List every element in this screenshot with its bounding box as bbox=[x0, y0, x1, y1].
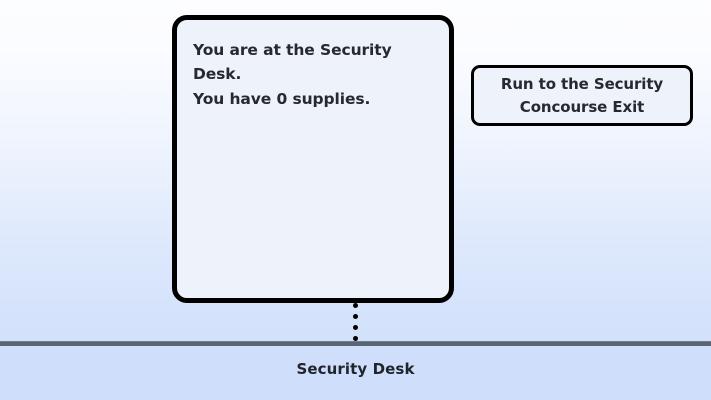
connector-dot bbox=[353, 325, 358, 330]
action-button-run-to-security-concourse-exit[interactable]: Run to the Security Concourse Exit bbox=[471, 65, 693, 126]
action-button-label: Run to the Security Concourse Exit bbox=[500, 75, 664, 116]
panel-connector-dots bbox=[350, 303, 361, 341]
narration-panel: You are at the Security Desk. You have 0… bbox=[172, 15, 454, 303]
narration-text: You are at the Security Desk. You have 0… bbox=[193, 41, 392, 108]
scene-floor-background bbox=[0, 346, 711, 400]
floor-divider-line bbox=[0, 341, 711, 346]
connector-dot bbox=[353, 314, 358, 319]
connector-dot bbox=[353, 336, 358, 341]
connector-dot bbox=[353, 303, 358, 308]
location-label: Security Desk bbox=[296, 360, 415, 378]
